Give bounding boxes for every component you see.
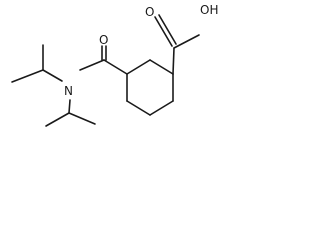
amide-c-n-bond bbox=[79, 59, 105, 71]
amide-oxygen-label: O bbox=[99, 33, 108, 47]
ring-bond-c3-c4 bbox=[126, 100, 151, 116]
n-isopropyl2-bond bbox=[68, 99, 71, 114]
carboxyl-co-double-bond-b bbox=[158, 14, 177, 45]
n-isopropyl1-bond bbox=[42, 69, 63, 82]
carboxyl-co-double-bond-a bbox=[154, 16, 173, 47]
ring-bond-c2-c3 bbox=[149, 100, 174, 116]
ring-bond-c5-c6 bbox=[126, 59, 151, 75]
isopropyl2-methyl-left bbox=[45, 112, 70, 127]
structure-diagram: OH O O N bbox=[0, 0, 230, 153]
nitrogen-label: N bbox=[64, 84, 73, 98]
skeletal-formula: OH O O N bbox=[11, 3, 218, 127]
isopropyl2-methyl-right bbox=[68, 112, 96, 125]
isopropyl1-methyl-left bbox=[11, 69, 44, 83]
carboxyl-carbon-bond bbox=[172, 47, 175, 75]
amide-carbon-bond bbox=[103, 59, 128, 75]
hydroxyl-label: OH bbox=[200, 3, 218, 17]
carboxyl-c-oh-bond bbox=[173, 34, 200, 49]
acid-oxygen-label: O bbox=[145, 5, 154, 19]
ring-bond-c6-c1 bbox=[149, 59, 174, 75]
